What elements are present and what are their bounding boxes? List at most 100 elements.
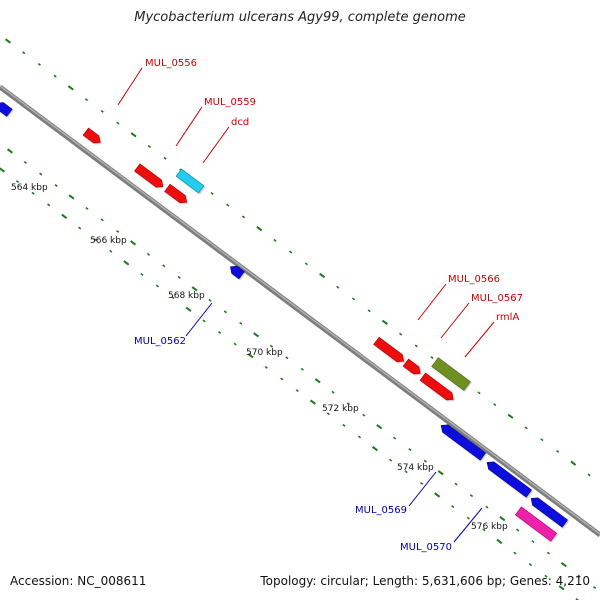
tick-mark [233, 342, 237, 346]
tick-mark [140, 272, 144, 276]
gene-feature-mul0556[interactable] [82, 127, 103, 146]
tick-mark [53, 74, 57, 78]
leader-mul0567 [440, 302, 470, 339]
gene-label-rmla[interactable]: rmlA [496, 312, 519, 323]
tick-mark [84, 98, 89, 102]
gene-feature-red-1[interactable] [134, 163, 165, 190]
gene-feature-dcd[interactable] [175, 168, 205, 194]
scale-label-570: 570 kbp [246, 348, 283, 358]
gene-feature-rmla[interactable] [431, 357, 471, 391]
gene-label-mul0567[interactable]: MUL_0567 [471, 293, 523, 304]
tick-mark [528, 563, 533, 567]
gene-feature-mul0562[interactable] [228, 263, 245, 280]
tick-mark [123, 260, 130, 266]
tick-mark [54, 183, 58, 187]
scale-label-568: 568 kbp [168, 291, 205, 301]
tick-mark [22, 51, 26, 55]
tick-mark [295, 389, 299, 393]
tick-mark [342, 423, 346, 427]
tick-mark [264, 365, 268, 369]
leader-rmla [464, 321, 495, 358]
tick-mark [85, 206, 89, 210]
tick-mark [309, 399, 316, 405]
gene-label-mul0566[interactable]: MUL_0566 [448, 274, 500, 285]
tick-mark [437, 470, 444, 476]
tick-mark [414, 344, 418, 348]
tick-mark [15, 180, 20, 184]
scale-label-566: 566 kbp [90, 236, 127, 246]
gene-feature-blue-1[interactable] [438, 422, 486, 461]
tick-mark [162, 264, 166, 268]
gene-label-mul0559[interactable]: MUL_0559 [204, 97, 256, 108]
tick-mark [67, 85, 74, 91]
tick-mark [109, 249, 113, 253]
gene-label-dcd[interactable]: dcd [231, 117, 249, 128]
tick-mark [210, 191, 214, 195]
tick-mark [451, 505, 455, 509]
inner-tick-track [6, 148, 597, 590]
tick-mark [558, 585, 565, 591]
tick-mark [285, 356, 289, 360]
tick-mark [202, 319, 206, 323]
tick-mark [485, 505, 489, 509]
tick-mark [100, 218, 104, 222]
tick-mark [376, 424, 383, 430]
gene-feature-mul0566[interactable] [373, 336, 407, 365]
tick-mark [269, 344, 274, 348]
tick-mark [592, 586, 597, 590]
leader-mul0569 [408, 471, 437, 507]
tick-mark [241, 215, 246, 219]
tick-mark [389, 458, 393, 462]
tick-mark [247, 353, 254, 359]
tick-mark [5, 38, 11, 44]
tick-mark [434, 492, 441, 498]
tick-mark [331, 390, 335, 394]
far-tick-track [0, 167, 579, 600]
tick-mark [357, 435, 362, 439]
tick-mark [155, 284, 160, 288]
tick-mark [256, 226, 263, 232]
tick-mark [430, 356, 434, 360]
gene-label-mul0562[interactable]: MUL_0562 [134, 336, 186, 347]
tick-mark [191, 286, 198, 292]
tick-mark [185, 306, 192, 312]
gene-feature-mul0559[interactable] [164, 183, 190, 206]
scale-label-564: 564 kbp [11, 183, 48, 193]
tick-mark [336, 285, 340, 289]
gene-feature-red-2[interactable] [419, 372, 456, 403]
label-leaders [117, 67, 495, 543]
tick-mark [524, 426, 528, 430]
tick-mark [540, 438, 544, 442]
tick-mark [577, 574, 581, 578]
leader-mul0562 [185, 302, 213, 337]
gene-feature-mul0567[interactable] [402, 358, 423, 377]
tick-mark [253, 332, 260, 338]
tick-mark [399, 332, 403, 336]
tick-mark [560, 561, 567, 568]
tick-mark [544, 574, 548, 578]
tick-mark [351, 297, 356, 301]
tick-mark [239, 321, 243, 325]
scale-label-574: 574 kbp [397, 463, 434, 473]
tick-mark [116, 121, 120, 125]
tick-mark [147, 145, 151, 149]
tick-mark [163, 156, 167, 160]
gene-feature-blue-left[interactable] [0, 100, 13, 117]
gene-feature-mul0569[interactable] [484, 459, 532, 498]
tick-mark [23, 160, 27, 164]
tick-mark [381, 319, 388, 326]
leader-dcd [202, 126, 230, 164]
gene-label-mul0570[interactable]: MUL_0570 [400, 542, 452, 553]
gene-feature-blue-2[interactable] [528, 495, 568, 528]
genome-backbone-highlight [0, 85, 600, 535]
tick-mark [477, 391, 481, 395]
gene-label-mul0569[interactable]: MUL_0569 [355, 505, 407, 516]
gene-feature-mul0570[interactable] [514, 506, 558, 542]
tick-mark [404, 470, 408, 474]
scale-label-576: 576 kbp [471, 522, 508, 532]
scale-label-572: 572 kbp [322, 404, 359, 414]
tick-mark [208, 298, 212, 302]
tick-mark [37, 62, 41, 66]
gene-label-mul0556[interactable]: MUL_0556 [145, 58, 197, 69]
